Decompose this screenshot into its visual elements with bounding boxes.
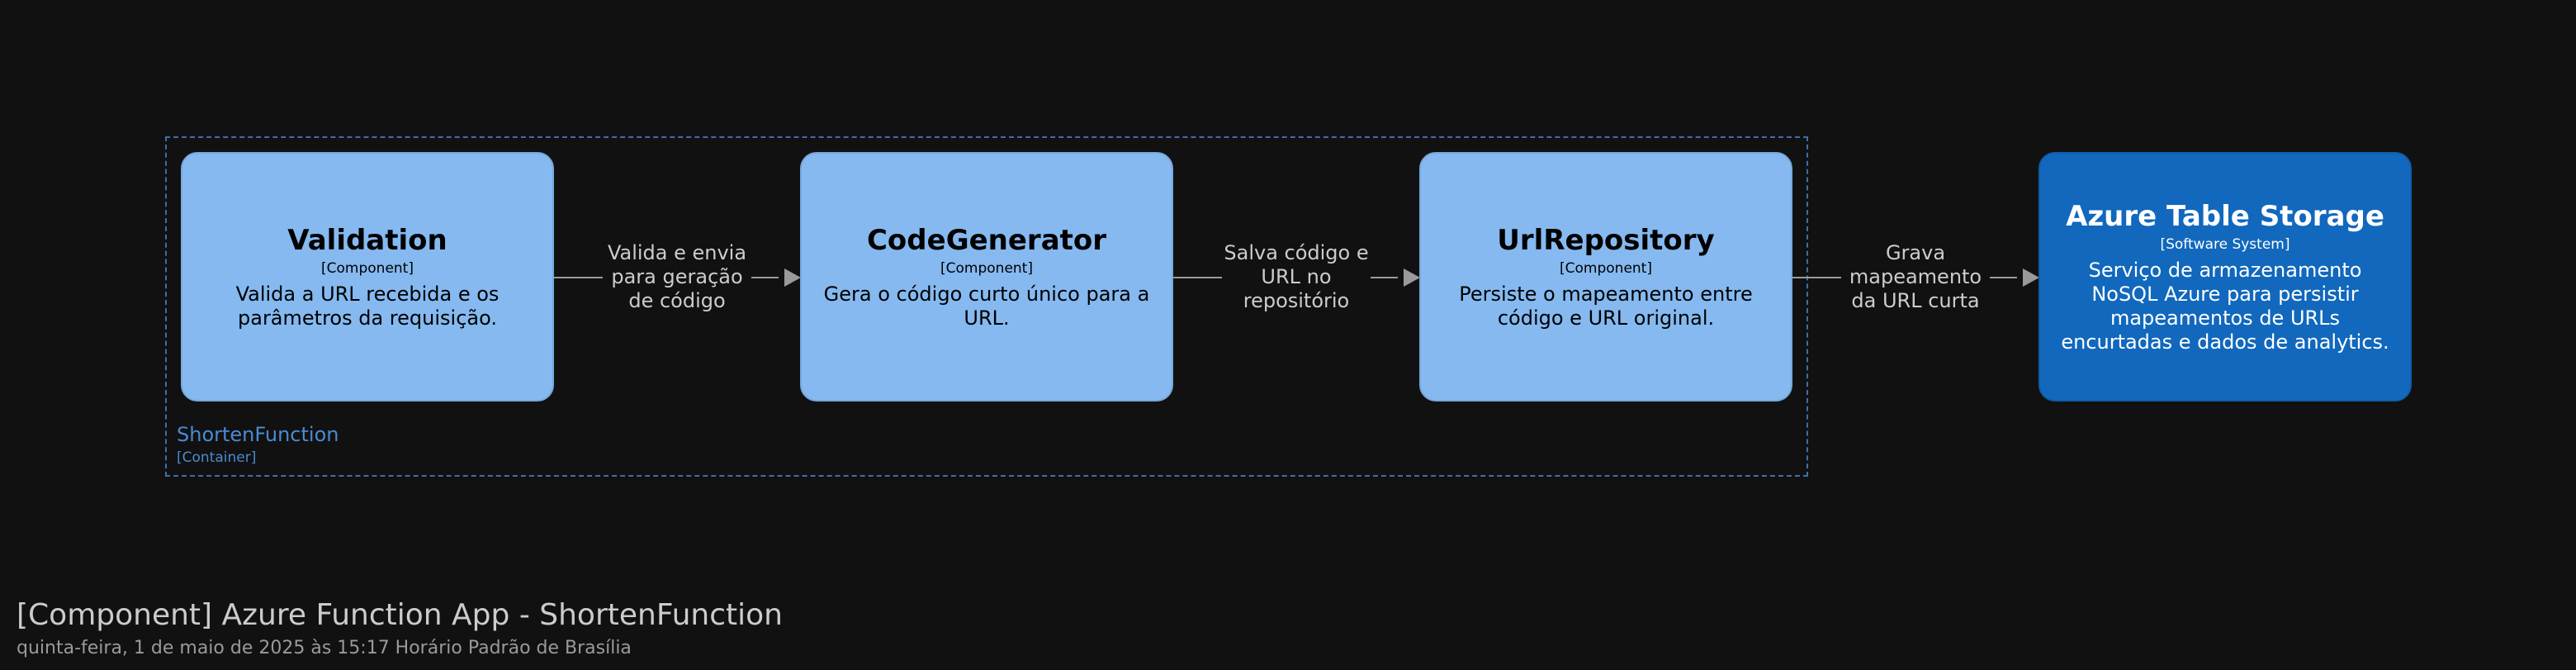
arrowhead-icon — [784, 268, 801, 287]
boundary-type: [Container] — [177, 449, 257, 466]
edge-label: Valida e envia para geração de código — [603, 241, 751, 313]
diagram-title: [Component] Azure Function App - Shorten… — [17, 598, 783, 632]
node-title: CodeGenerator — [866, 224, 1107, 257]
node-type: [Component] — [940, 260, 1033, 277]
container-boundary — [165, 136, 1808, 477]
boundary-name: ShortenFunction — [177, 423, 339, 446]
node-description: Persiste o mapeamento entre código e URL… — [1459, 283, 1753, 330]
node-azure-table-storage[interactable]: Azure Table Storage [Software System] Se… — [2039, 152, 2412, 402]
node-description: Valida a URL recebida e os parâmetros da… — [235, 283, 500, 330]
edge-label: Salva código e URL no repositório — [1222, 241, 1371, 313]
arrowhead-icon — [1404, 268, 1420, 287]
edge-label: Grava mapeamento da URL curta — [1841, 241, 1990, 313]
arrowhead-icon — [2023, 268, 2039, 287]
node-codegenerator[interactable]: CodeGenerator [Component] Gera o código … — [800, 152, 1173, 402]
node-title: UrlRepository — [1497, 224, 1715, 257]
node-description: Serviço de armazenamento NoSQL Azure par… — [2061, 259, 2389, 354]
node-title: Validation — [287, 224, 447, 257]
diagram-subtitle: quinta-feira, 1 de maio de 2025 às 15:17… — [17, 638, 632, 658]
node-validation[interactable]: Validation [Component] Valida a URL rece… — [181, 152, 554, 402]
node-title: Azure Table Storage — [2066, 200, 2384, 233]
node-urlrepository[interactable]: UrlRepository [Component] Persiste o map… — [1419, 152, 1792, 402]
node-type: [Component] — [321, 260, 414, 277]
node-description: Gera o código curto único para a URL. — [823, 283, 1150, 330]
node-type: [Software System] — [2160, 236, 2290, 253]
node-type: [Component] — [1560, 260, 1652, 277]
